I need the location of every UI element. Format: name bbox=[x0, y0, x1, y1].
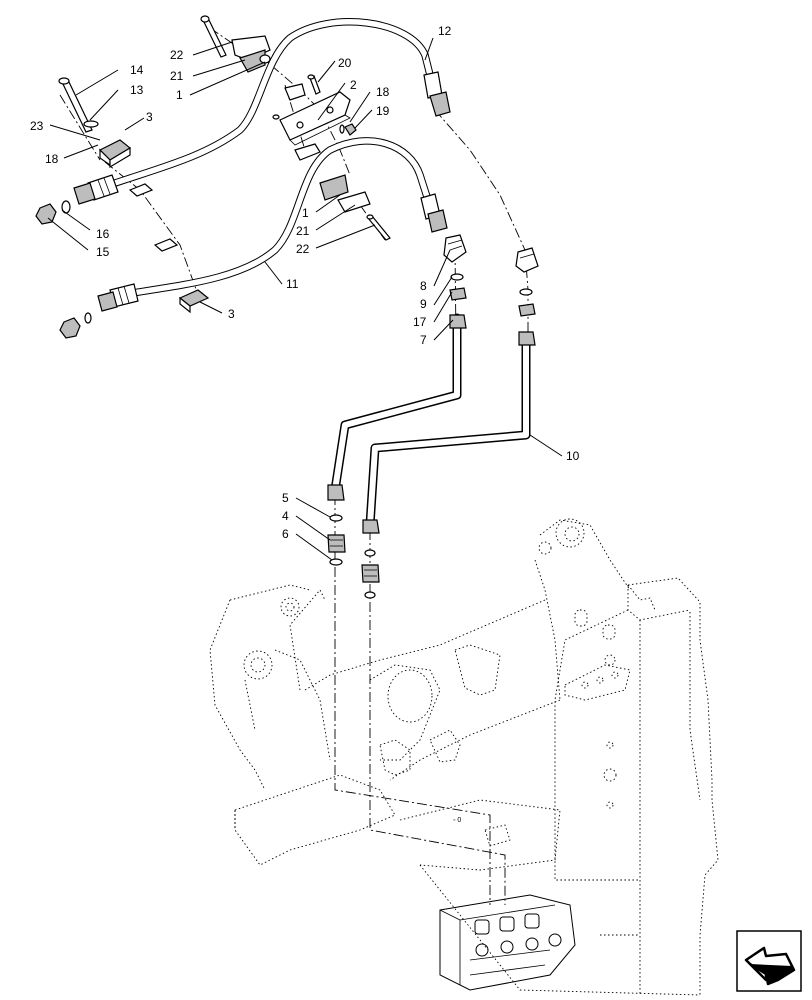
callout-9: 9 bbox=[420, 297, 427, 311]
callout-21-lower: 21 bbox=[296, 224, 310, 238]
centerlines bbox=[59, 27, 529, 905]
callout-16: 16 bbox=[96, 227, 110, 241]
callout-22-upper: 22 bbox=[170, 48, 184, 62]
callout-2: 2 bbox=[350, 78, 357, 92]
callout-18-right: 18 bbox=[376, 85, 390, 99]
callout-11: 11 bbox=[286, 277, 299, 291]
callout-21-upper: 21 bbox=[170, 69, 184, 83]
callout-10: 10 bbox=[566, 449, 580, 463]
callout-22-lower: 22 bbox=[296, 242, 310, 256]
callout-3-upper: 3 bbox=[146, 110, 153, 124]
callout-14: 14 bbox=[130, 63, 144, 77]
callout-18-left: 18 bbox=[45, 152, 59, 166]
callout-20: 20 bbox=[338, 56, 352, 70]
callout-15: 15 bbox=[96, 245, 110, 259]
arrow-navigation-icon[interactable] bbox=[736, 930, 802, 992]
callout-4: 4 bbox=[282, 509, 289, 523]
callout-8: 8 bbox=[420, 279, 427, 293]
control-valve bbox=[439, 894, 576, 991]
small-parts bbox=[35, 15, 391, 339]
callout-12: 12 bbox=[438, 24, 452, 38]
leader-lines bbox=[47, 37, 563, 561]
callout-1-upper: 1 bbox=[176, 88, 183, 102]
callout-1-lower: 1 bbox=[302, 206, 309, 220]
callout-19: 19 bbox=[376, 104, 390, 118]
callout-labels: 22 21 1 14 13 23 3 18 16 15 11 3 20 2 18… bbox=[30, 24, 580, 541]
callout-13: 13 bbox=[130, 83, 144, 97]
svg-text:◦ 0: ◦ 0 bbox=[453, 817, 461, 824]
hose-12 bbox=[73, 18, 451, 205]
callout-5: 5 bbox=[282, 491, 289, 505]
loader-frame: ◦ 0 bbox=[209, 518, 719, 996]
callout-7: 7 bbox=[420, 333, 427, 347]
callout-3-lower: 3 bbox=[228, 307, 235, 321]
callout-6: 6 bbox=[282, 527, 289, 541]
hose-11 bbox=[97, 137, 448, 312]
callout-17: 17 bbox=[413, 315, 427, 329]
callout-23: 23 bbox=[30, 119, 44, 133]
tubes-and-fittings bbox=[327, 234, 539, 599]
